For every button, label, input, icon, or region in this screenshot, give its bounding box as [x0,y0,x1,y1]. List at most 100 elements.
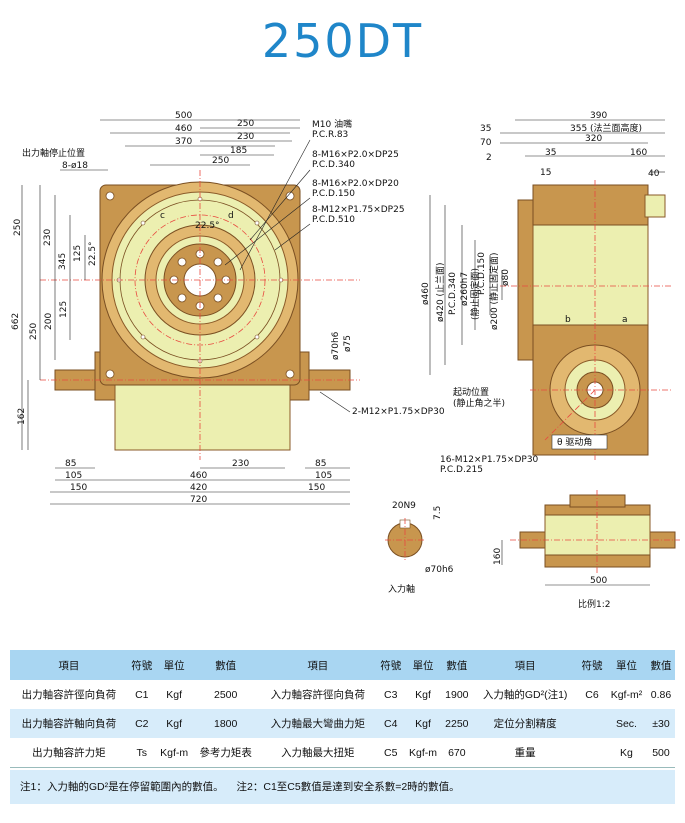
table-cell [577,738,607,768]
label-pcd150: P.C.D.150 [312,189,355,199]
spec-table-wrap: 項目 符號 單位 數值 項目 符號 單位 數值 項目 符號 單位 數值 出力軸容… [10,650,675,768]
table-cell [577,709,607,738]
dim-side-15: 15 [540,168,551,178]
table-cell: C1 [135,688,149,701]
dim-left-200: 200 [44,313,54,330]
dim-left-250b: 250 [29,323,39,340]
table-cell: Sec. [606,709,647,738]
technical-drawing: c d 22.5° 500 460 250 370 230 185 250 25… [11,111,680,610]
side-flange [517,199,534,361]
table-cell: 出力軸容許徑向負荷 [21,689,117,701]
dim-left-662: 662 [11,313,21,330]
dim-20n9: 20N9 [392,501,416,511]
th-sym1: 符號 [127,650,156,680]
table-cell: 入力軸的GD²(注1) [482,689,568,701]
dim-top-370: 370 [175,137,192,147]
label-m12-25: 8-M12×P1.75×DP25 [312,205,405,215]
label-d: d [228,211,234,221]
dim-top-185: 185 [230,146,247,156]
label-m12-30: 2-M12×P1.75×DP30 [352,407,445,417]
table-cell: Kg [606,738,647,768]
label-theta: θ 驱动角 [557,436,592,448]
label-start-sub: (静止角之半) [453,397,505,409]
side-view: b a 起动位置 (静止角之半) θ 驱动角 16-M12×P1.75×DP30… [421,111,672,475]
table-cell: 0.86 [650,688,672,701]
dim-top-250: 250 [237,119,254,129]
front-view: c d 22.5° 500 460 250 370 230 185 250 25… [11,111,445,505]
dim-side-35: 35 [480,124,491,134]
dim-left-162: 162 [17,408,27,425]
label-angle: 22.5° [195,221,220,231]
dim-side-pcd340: P.C.D.340 [448,272,458,315]
label-output-stop: 出力軸停止位置 [22,147,85,159]
notes-bar: 注1：入力軸的GD²是在停留範圍內的數值。 注2：C1至C5數值是達到安全系數=… [10,770,675,804]
dim-left-250: 250 [13,219,23,236]
table-cell: C2 [127,709,156,738]
dim-side-2: 2 [486,153,492,163]
table-cell: 1900 [445,688,469,701]
dim-side-355: 355 (法兰面高度) [570,122,642,134]
table-cell: 參考力矩表 [192,738,259,768]
th-item1: 項目 [10,650,128,680]
table-cell: 1800 [192,709,259,738]
dim-side-phi200: ø200 (静止固定面) [488,252,500,330]
table-cell: C4 [376,709,405,738]
label-m12-30-side: 16-M12×P1.75×DP30 [440,455,539,465]
bottom-view: 500 160 比例1:2 [493,490,680,610]
table-cell: 入力軸最大扭矩 [258,738,377,768]
input-shaft-label: 入力軸 [388,583,415,595]
note-2: 注2：C1至C5數值是達到安全系數=2時的數值。 [236,781,460,793]
spec-table: 項目 符號 單位 數值 項目 符號 單位 數值 項目 符號 單位 數值 出力軸容… [10,650,675,768]
label-phi70: ø70h6 [331,331,341,360]
dim-phi70h6: ø70h6 [425,565,454,575]
table-cell: Kgf [155,709,193,738]
dim-side-phi80: ø80 [501,269,511,286]
table-cell: Kgf [415,688,431,701]
table-cell: 500 [646,738,675,768]
dim-bot-85: 85 [65,459,76,469]
th-val1: 數值 [192,650,259,680]
dim-side-phi460: ø460 [421,282,431,305]
table-cell: Ts [127,738,156,768]
dim-top-460: 460 [175,124,192,134]
dim-side-40: 40 [648,169,660,179]
dim-side-160: 160 [630,148,647,158]
note-1: 注1：入力軸的GD²是在停留範圍內的數值。 [20,781,224,793]
table-cell: Kgf-m [404,738,442,768]
th-item3: 項目 [472,650,578,680]
label-m16-20: 8-M16×P2.0×DP20 [312,179,399,189]
table-row: 出力軸容許徑向負荷 C1 Kgf 2500 入力軸容許徑向負荷 C3 Kgf 1… [10,680,675,709]
dim-top-250b: 250 [212,156,229,166]
dim-bot-720: 720 [190,495,207,505]
th-sym3: 符號 [577,650,607,680]
dim-bot-150b: 150 [308,483,325,493]
label-phi75: ø75 [343,335,353,352]
table-cell: 2250 [441,709,473,738]
label-holes-18: 8-ø18 [62,161,88,171]
th-unit3: 單位 [606,650,647,680]
table-cell: C3 [384,688,398,701]
dim-left-230: 230 [43,229,53,246]
th-sym2: 符號 [376,650,405,680]
dim-bot-105b: 105 [315,471,332,481]
label-pcd215: P.C.D.215 [440,465,483,475]
table-cell: C6 [585,688,599,701]
table-cell: 670 [441,738,473,768]
table-cell: 出力軸容許力矩 [10,738,128,768]
dim-side-320: 320 [585,134,602,144]
table-cell: Kgf [166,688,182,701]
th-unit1: 單位 [155,650,193,680]
dim-bottom-160: 160 [493,548,503,565]
th-val3: 數值 [646,650,675,680]
dim-side-phi260: ø260h7 [460,272,470,306]
dim-side-70: 70 [480,138,492,148]
label-pcd340: P.C.D.340 [312,160,355,170]
table-cell: 入力軸容許徑向負荷 [270,689,366,701]
table-cell: 重量 [472,738,578,768]
dim-left-125: 125 [73,245,83,262]
dim-bot-85b: 85 [315,459,326,469]
dim-bot-105: 105 [65,471,82,481]
table-cell: 出力軸容許軸向負荷 [10,709,128,738]
th-unit2: 單位 [404,650,442,680]
label-pcr83: P.C.R.83 [312,130,348,140]
